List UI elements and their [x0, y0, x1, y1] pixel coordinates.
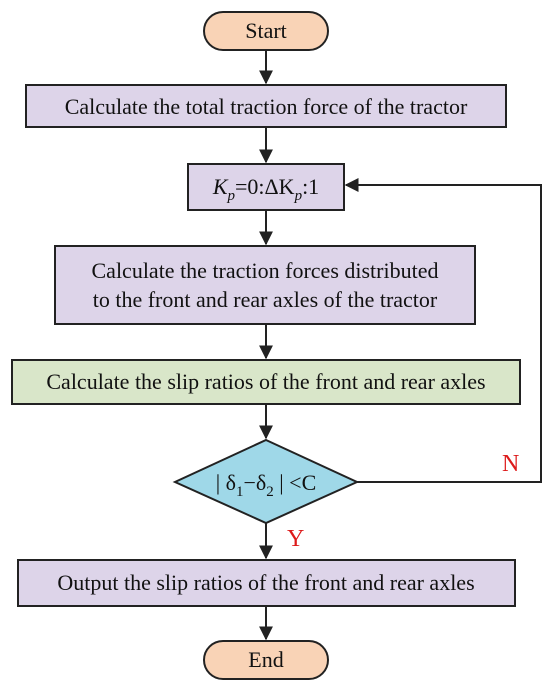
- decision-minus: −δ: [244, 470, 267, 495]
- loop-k: K: [212, 174, 229, 199]
- decision-open: | δ: [216, 470, 236, 495]
- output-process-box: [17, 559, 516, 607]
- loop-end: :1: [302, 174, 319, 199]
- yes-branch-label: Y: [287, 526, 304, 552]
- slip-ratios-process-box: [11, 359, 521, 405]
- end-label: End: [248, 647, 283, 672]
- loop-k-sub: p: [227, 188, 236, 204]
- decision-sub1: 1: [236, 484, 244, 500]
- decision-sub2: 2: [266, 484, 274, 500]
- no-branch-loopback: [344, 178, 542, 483]
- total-force-label: Calculate the total traction force of th…: [65, 94, 468, 119]
- output-label: Output the slip ratios of the front and …: [57, 570, 474, 595]
- decision-label: | δ1−δ2 | <C: [216, 470, 317, 500]
- total-force-process-box: [25, 84, 507, 128]
- end-terminal: [203, 640, 329, 680]
- loop-label: Kp=0:ΔKp:1: [212, 174, 319, 204]
- slip-ratios-label: Calculate the slip ratios of the front a…: [46, 369, 485, 394]
- distribute-label-line1: Calculate the traction forces distribute…: [92, 258, 439, 283]
- decision-close: | <C: [274, 470, 317, 495]
- distribute-label-line2: to the front and rear axles of the tract…: [93, 287, 438, 312]
- loop-eq: =0:ΔK: [235, 174, 295, 199]
- loop-step-sub: p: [294, 188, 303, 204]
- no-branch-label: N: [502, 451, 519, 477]
- distribute-process-box: [54, 245, 476, 325]
- start-label: Start: [245, 18, 287, 43]
